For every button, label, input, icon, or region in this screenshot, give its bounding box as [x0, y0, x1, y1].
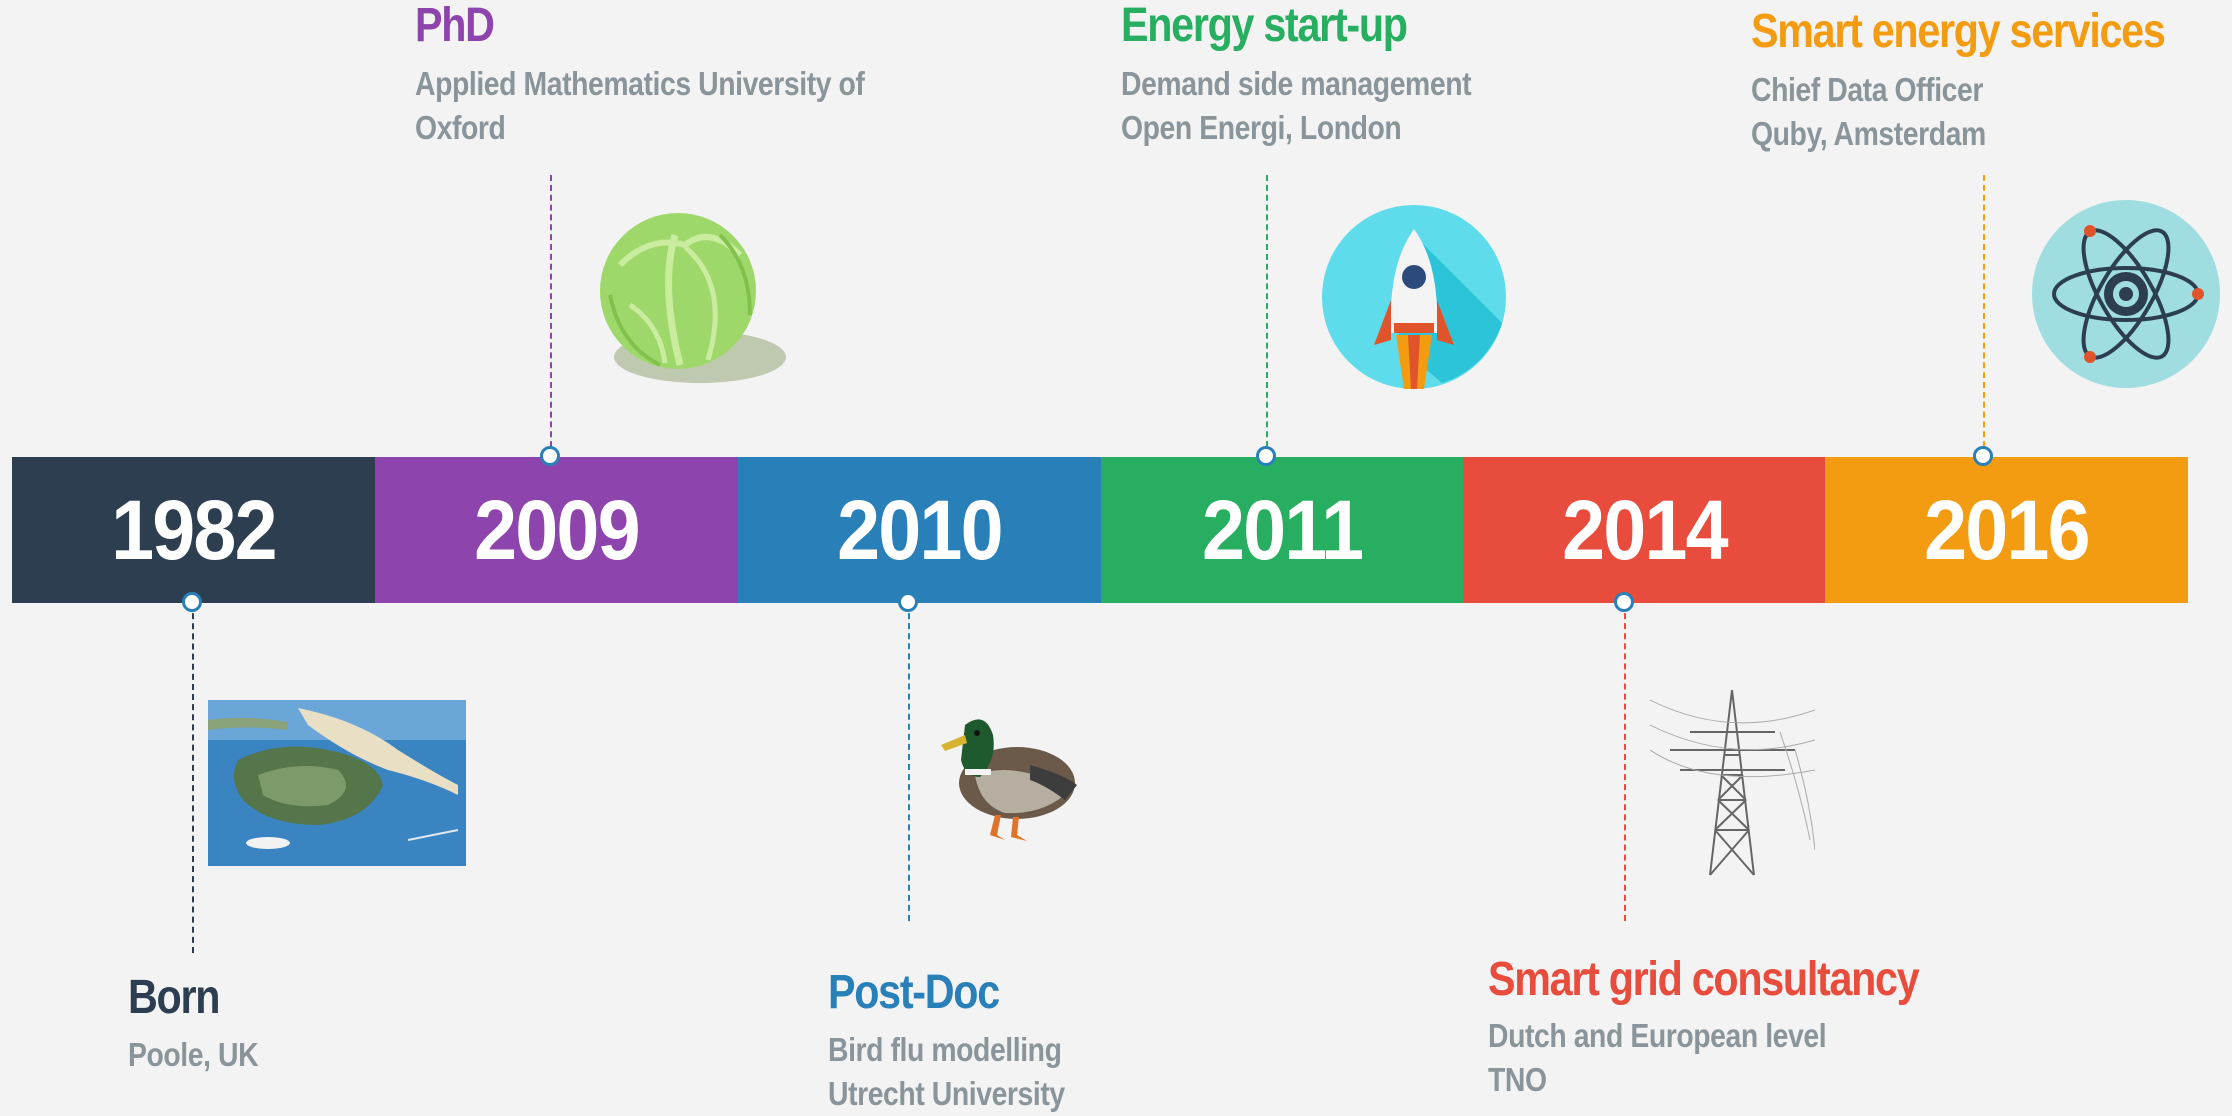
timeline-segment-1982: 1982 [12, 457, 375, 603]
event-title-postdoc: Post-Doc [828, 966, 1000, 1019]
event-line: Bird flu modelling [828, 1031, 1062, 1068]
timeline-dot-phd [540, 446, 560, 466]
timeline-segment-2016: 2016 [1825, 457, 2188, 603]
connector-consultancy [1624, 603, 1626, 921]
duck-photo [941, 719, 1077, 841]
event-title-consultancy: Smart grid consultancy [1488, 953, 1920, 1006]
event-line: Oxford [415, 109, 506, 146]
timeline-dot-consultancy [1614, 592, 1634, 612]
event-line: Poole, UK [128, 1036, 259, 1073]
connector-phd [550, 175, 552, 457]
event-line: Open Energi, London [1121, 109, 1402, 146]
event-title-startup: Energy start-up [1121, 0, 1408, 52]
coastal-peninsula-photo [208, 700, 466, 866]
rocket-icon [1322, 205, 1506, 389]
event-line: Dutch and European level [1488, 1017, 1827, 1054]
connector-born [192, 603, 194, 953]
event-description-phd: Applied Mathematics University of Oxford [415, 62, 865, 150]
connector-services [1983, 175, 1985, 457]
event-title-phd: PhD [415, 0, 495, 52]
event-description-startup: Demand side management Open Energi, Lond… [1121, 62, 1472, 150]
event-title-services: Smart energy services [1751, 5, 2166, 58]
year-label: 2009 [474, 482, 640, 577]
timeline-segment-2009: 2009 [375, 457, 738, 603]
year-label: 2010 [837, 482, 1003, 577]
year-label: 1982 [111, 482, 277, 577]
event-title-born: Born [128, 971, 220, 1024]
year-label: 2011 [1202, 482, 1364, 577]
year-label: 2014 [1562, 482, 1728, 577]
event-line: Utrecht University [828, 1075, 1065, 1112]
event-line: Applied Mathematics University of [415, 65, 865, 102]
timeline-segment-2010: 2010 [738, 457, 1101, 603]
event-description-consultancy: Dutch and European level TNO [1488, 1014, 1827, 1102]
event-line: Quby, Amsterdam [1751, 115, 1986, 152]
connector-postdoc [908, 603, 910, 921]
timeline-dot-postdoc [898, 592, 918, 612]
event-line: Chief Data Officer [1751, 71, 1983, 108]
event-description-services: Chief Data Officer Quby, Amsterdam [1751, 68, 1986, 156]
year-label: 2016 [1924, 482, 2090, 577]
event-description-born: Poole, UK [128, 1033, 259, 1077]
event-description-postdoc: Bird flu modelling Utrecht University [828, 1028, 1065, 1116]
timeline-segment-2014: 2014 [1463, 457, 1826, 603]
event-line: TNO [1488, 1061, 1547, 1098]
connector-startup [1266, 175, 1268, 457]
atom-gear-icon [2032, 200, 2220, 388]
cabbage-icon [600, 213, 786, 383]
event-line: Demand side management [1121, 65, 1472, 102]
timeline-dot-services [1973, 446, 1993, 466]
timeline-dot-born [182, 592, 202, 612]
pylon-icon [1650, 689, 1815, 876]
timeline-dot-startup [1256, 446, 1276, 466]
timeline-segment-2011: 2011 [1101, 457, 1464, 603]
